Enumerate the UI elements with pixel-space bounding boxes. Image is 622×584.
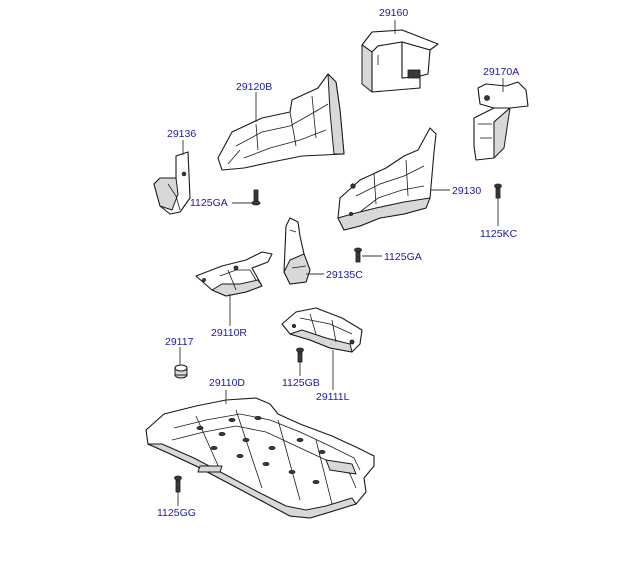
part-labels: 29160 29120B 29170A 29136 1125GA 29130 1… (157, 7, 519, 519)
part-29170A (473, 81, 529, 161)
label-29160: 29160 (379, 7, 408, 19)
part-29110R (195, 251, 273, 297)
label-29117: 29117 (165, 336, 194, 348)
label-1125GB: 1125GB (282, 377, 320, 389)
label-29136: 29136 (167, 128, 196, 140)
label-1125KC: 1125KC (480, 228, 518, 240)
label-29120B: 29120B (236, 81, 272, 93)
screw-1125GB (296, 347, 304, 363)
label-29130: 29130 (452, 185, 481, 197)
part-29110D (145, 397, 375, 519)
label-1125GG: 1125GG (157, 507, 196, 519)
part-29120B (217, 73, 345, 171)
label-29110R: 29110R (211, 327, 247, 339)
label-1125GA-left: 1125GA (190, 197, 228, 209)
part-29117 (174, 364, 188, 379)
part-29111L (281, 307, 363, 353)
label-29110D: 29110D (209, 377, 245, 389)
screw-1125GA-left (251, 189, 261, 206)
label-29170A: 29170A (483, 66, 519, 78)
part-29130 (337, 127, 437, 231)
screw-1125GA-right (354, 247, 362, 263)
label-1125GA-right: 1125GA (384, 251, 422, 263)
part-29136 (153, 151, 191, 215)
label-29111L: 29111L (316, 391, 350, 403)
screw-1125GG (174, 475, 182, 493)
label-29135C: 29135C (326, 269, 363, 281)
part-29160 (361, 29, 439, 93)
screw-1125KC (494, 183, 502, 199)
leader-lines (177, 20, 504, 506)
part-29135C (283, 217, 311, 285)
